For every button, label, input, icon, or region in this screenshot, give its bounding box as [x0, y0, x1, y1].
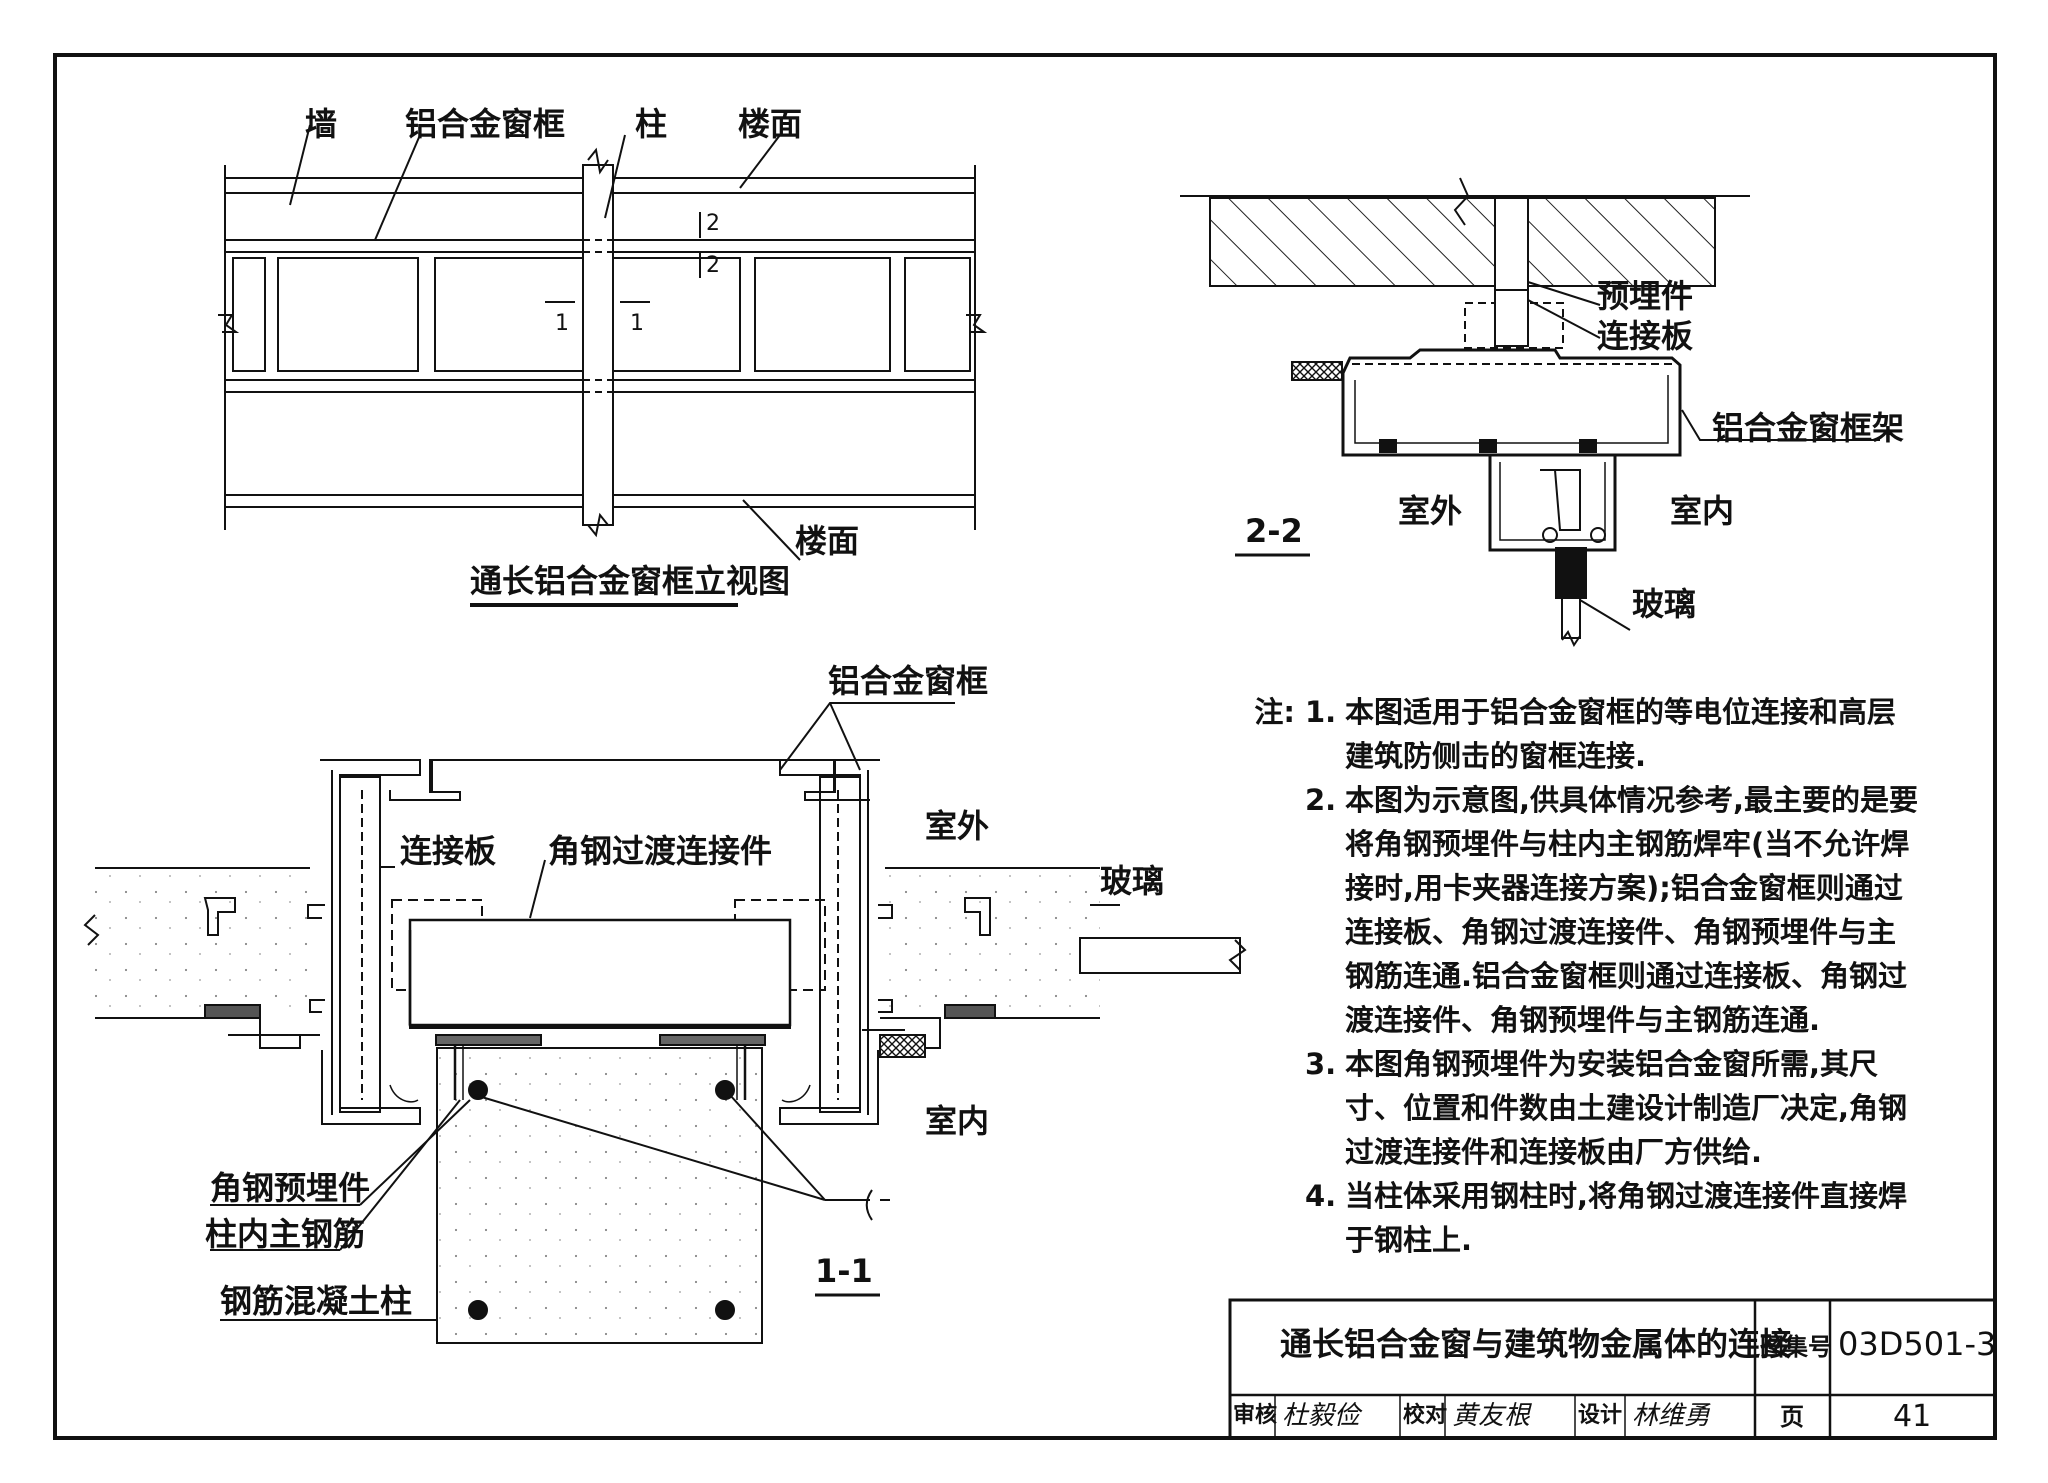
label-angle-embedded: 角钢预埋件	[210, 1169, 371, 1207]
note-item: 4. 当柱体采用钢柱时,将角钢过渡连接件直接焊于钢柱上.	[1200, 1174, 1920, 1262]
sheet-border	[53, 53, 1997, 1440]
section-2-2-title: 2-2	[1245, 512, 1303, 550]
label-floor-bottom: 楼面	[795, 522, 860, 560]
label-connecting-plate-1: 连接板	[400, 832, 497, 870]
design-label: 设计	[1578, 1403, 1623, 1428]
note-item: 2. 本图为示意图,供具体情况参考,最主要的是要将角钢预埋件与柱内主钢筋焊牢(当…	[1200, 778, 1920, 1042]
label-column: 柱	[635, 105, 668, 143]
title-block	[1228, 1298, 1997, 1440]
note-item: 注: 1. 本图适用于铝合金窗框的等电位连接和高层建筑防侧击的窗框连接.	[1200, 690, 1920, 778]
note-text: 本图角钢预埋件为安装铝合金窗所需,其尺寸、位置和件数由土建设计制造厂决定,角钢过…	[1345, 1047, 1908, 1169]
notes-block: 注: 1. 本图适用于铝合金窗框的等电位连接和高层建筑防侧击的窗框连接. 2. …	[1200, 690, 1920, 1262]
note-text: 当柱体采用钢柱时,将角钢过渡连接件直接焊于钢柱上.	[1345, 1179, 1908, 1257]
label-indoor-1: 室内	[925, 1102, 990, 1140]
elevation-view	[218, 124, 988, 607]
label-glass-1: 玻璃	[1100, 862, 1165, 900]
page-number: 41	[1893, 1399, 1932, 1434]
label-wall: 墙	[305, 105, 338, 143]
check-label: 校对	[1403, 1403, 1448, 1428]
label-floor-top: 楼面	[738, 105, 803, 143]
page-label: 页	[1780, 1403, 1804, 1431]
label-outdoor-2: 室外	[1398, 492, 1463, 530]
notes-prefix: 注:	[1254, 695, 1295, 729]
label-angle-transition: 角钢过渡连接件	[548, 832, 773, 870]
atlas-number: 03D501-3	[1838, 1325, 1997, 1363]
check-signature: 黄友根	[1452, 1401, 1531, 1431]
review-label: 审核	[1233, 1403, 1278, 1428]
note-number: 2.	[1305, 783, 1337, 817]
drawing-title: 通长铝合金窗与建筑物金属体的连接	[1280, 1325, 1793, 1363]
note-text: 本图适用于铝合金窗框的等电位连接和高层建筑防侧击的窗框连接.	[1345, 695, 1897, 773]
note-number: 4.	[1305, 1179, 1337, 1213]
elevation-title: 通长铝合金窗框立视图	[470, 562, 791, 600]
section-2-2	[1180, 177, 1880, 648]
label-indoor-2: 室内	[1670, 492, 1735, 530]
section-mark-2-bottom: 2	[706, 253, 720, 278]
note-item: 3. 本图角钢预埋件为安装铝合金窗所需,其尺寸、位置和件数由土建设计制造厂决定,…	[1200, 1042, 1920, 1174]
label-glass-2: 玻璃	[1632, 585, 1697, 623]
label-embedded-part: 预埋件	[1597, 277, 1694, 315]
label-connecting-plate-2: 连接板	[1597, 317, 1694, 355]
label-window-frame-1: 铝合金窗框	[828, 662, 989, 700]
label-outdoor-1: 室外	[925, 807, 990, 845]
atlas-label: 图集号	[1760, 1333, 1832, 1361]
label-main-rebar: 柱内主钢筋	[205, 1215, 366, 1253]
label-window-frame: 铝合金窗框	[405, 105, 566, 143]
section-mark-1-right: 1	[630, 311, 644, 336]
section-1-1-title: 1-1	[815, 1252, 873, 1290]
design-signature: 林维勇	[1632, 1401, 1711, 1431]
review-signature: 杜毅俭	[1282, 1401, 1361, 1431]
section-1-1	[83, 702, 1247, 1344]
section-mark-2-top: 2	[706, 211, 720, 236]
note-number: 1.	[1305, 695, 1337, 729]
note-text: 本图为示意图,供具体情况参考,最主要的是要将角钢预埋件与柱内主钢筋焊牢(当不允许…	[1345, 783, 1919, 1037]
label-rc-column: 钢筋混凝土柱	[220, 1282, 413, 1320]
label-window-frame-2: 铝合金窗框架	[1712, 409, 1905, 447]
section-mark-1-left: 1	[555, 311, 569, 336]
note-number: 3.	[1305, 1047, 1337, 1081]
